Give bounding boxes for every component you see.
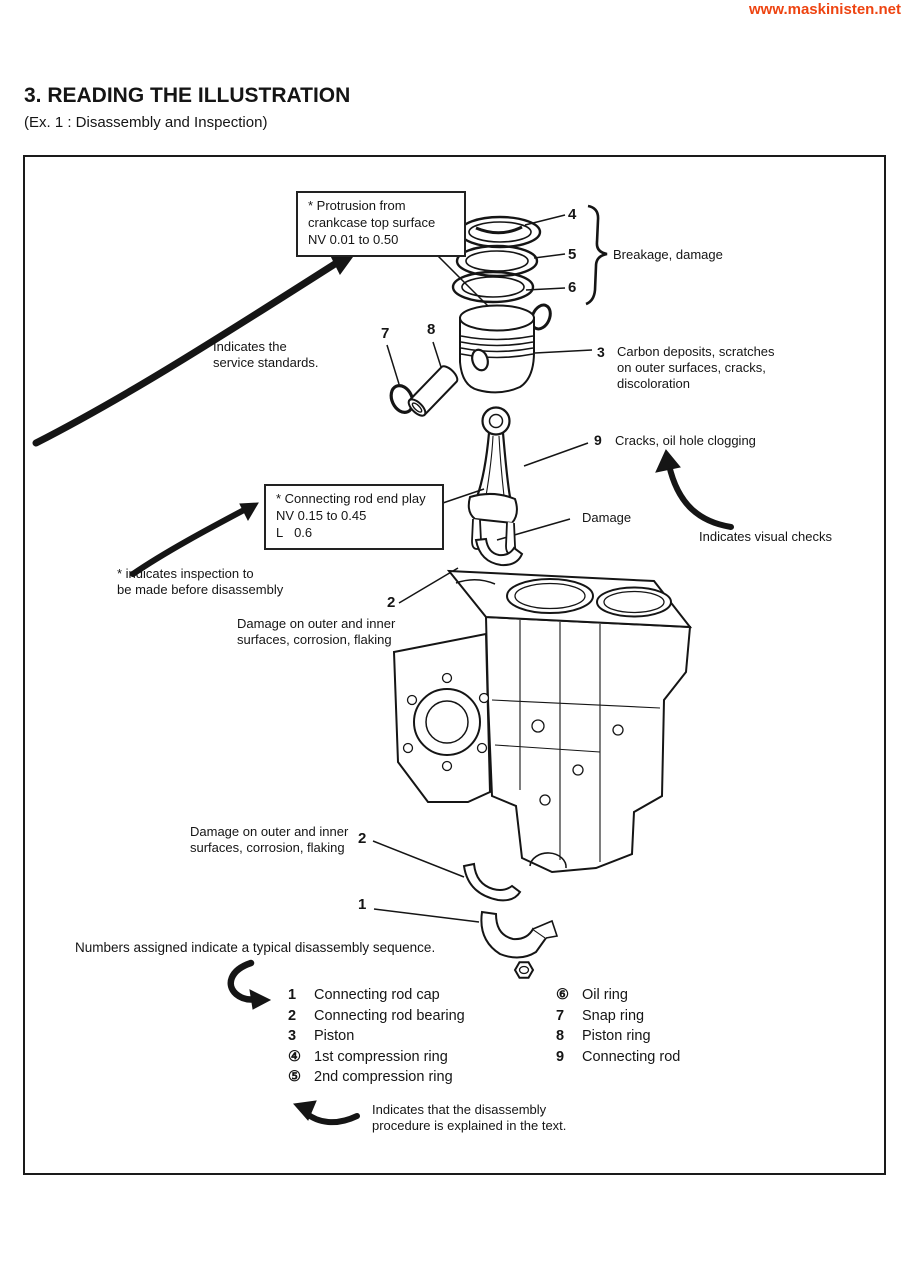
- part-number: ④: [288, 1048, 301, 1065]
- text-explained-label: Indicates that the disassembly procedure…: [372, 1102, 567, 1134]
- inspection-arrow: [130, 502, 259, 577]
- part-label: Snap ring: [582, 1007, 645, 1024]
- leader-endplay-box: [436, 488, 485, 506]
- text-reference-arrow: [293, 1100, 360, 1126]
- leader-protrusion-box: [428, 246, 490, 308]
- part-number: ⑥: [556, 987, 569, 1003]
- part-label: Oil ring: [582, 987, 628, 1003]
- part-label: Connecting rod cap: [314, 987, 440, 1003]
- part-number: 2: [288, 1007, 297, 1024]
- part-number: 7: [556, 1007, 565, 1024]
- breakage-label: Breakage, damage: [613, 247, 723, 262]
- parts-list-item: 1 Connecting rod cap: [288, 985, 465, 1006]
- carbon-deposits-label: Carbon deposits, scratches on outer surf…: [617, 344, 775, 392]
- damage-surfaces-upper-label: Damage on outer and inner surfaces, corr…: [237, 616, 396, 648]
- engine-block-drawing: [392, 569, 693, 874]
- leader-piston-3: [534, 349, 593, 354]
- parts-list-right: ⑥ Oil ring 7 Snap ring 8 Piston ring 9 C…: [556, 985, 680, 1067]
- watermark-url: www.maskinisten.net: [749, 1, 901, 18]
- parts-list-item: 7 Snap ring: [556, 1006, 680, 1027]
- part-label: Piston: [314, 1028, 355, 1044]
- leader-snap-ring-7: [386, 344, 400, 385]
- inspection-before-label: * indicates inspection to be made before…: [117, 566, 284, 598]
- piston-pin-drawing: [407, 365, 459, 417]
- callout-7: 7: [381, 325, 390, 342]
- protrusion-note-box: * Protrusion from crankcase top surface …: [296, 191, 466, 257]
- callout-1-lower: 1: [358, 896, 367, 913]
- part-label: Piston ring: [582, 1028, 651, 1044]
- part-number: 3: [288, 1028, 297, 1044]
- part-number: 9: [556, 1048, 565, 1065]
- part-label: 2nd compression ring: [314, 1069, 453, 1085]
- illustration-frame: [23, 155, 886, 1175]
- parts-list-item: ④ 1st compression ring: [288, 1047, 465, 1068]
- callout-3: 3: [597, 344, 605, 360]
- rod-end-play-note-box: * Connecting rod end play NV 0.15 to 0.4…: [264, 484, 444, 550]
- snap-ring-7-drawing: [389, 384, 415, 414]
- parts-list-item: ⑥ Oil ring: [556, 985, 680, 1006]
- part-label: Connecting rod: [582, 1048, 681, 1065]
- callout-5: 5: [568, 246, 577, 263]
- part-label: Connecting rod bearing: [314, 1007, 465, 1024]
- parts-list-item: 9 Connecting rod: [556, 1047, 680, 1068]
- page-title: 3. READING THE ILLUSTRATION: [24, 84, 351, 107]
- piston-drawing: [459, 304, 535, 394]
- leader-lower-2: [372, 840, 465, 878]
- part-number: 8: [556, 1028, 565, 1044]
- rod-cap-drawing: [480, 910, 559, 959]
- sequence-arrow: [227, 959, 272, 1010]
- leader-piston-pin-8: [432, 341, 442, 368]
- piston-rings-drawing: [451, 215, 542, 304]
- sequence-note-label: Numbers assigned indicate a typical disa…: [75, 940, 436, 955]
- brace-4-5-6: [585, 204, 608, 306]
- cracks-label: Cracks, oil hole clogging: [615, 433, 756, 448]
- part-number: 1: [288, 987, 297, 1003]
- callout-2-upper: 2: [387, 594, 396, 611]
- leader-upper-2: [398, 567, 459, 604]
- callout-6: 6: [568, 279, 577, 296]
- callout-8: 8: [427, 321, 436, 338]
- callout-4: 4: [568, 206, 577, 223]
- connecting-rod-drawing: [467, 406, 524, 567]
- service-standards-label: Indicates the service standards.: [213, 339, 319, 371]
- page-subtitle: (Ex. 1 : Disassembly and Inspection): [24, 114, 268, 131]
- part-label: 1st compression ring: [314, 1048, 448, 1065]
- parts-list-item: 3 Piston: [288, 1026, 465, 1047]
- leader-lower-1: [373, 908, 480, 923]
- damage-label: Damage: [582, 510, 632, 525]
- damage-surfaces-lower-label: Damage on outer and inner surfaces, corr…: [190, 824, 349, 856]
- snap-ring-right-drawing: [530, 303, 552, 331]
- parts-list-left: 1 Connecting rod cap 2 Connecting rod be…: [288, 985, 465, 1088]
- callout-2-lower: 2: [358, 830, 367, 847]
- parts-list-item: ⑤ 2nd compression ring: [288, 1067, 465, 1088]
- callout-9: 9: [594, 432, 602, 448]
- part-number: ⑤: [288, 1069, 301, 1085]
- parts-list-item: 8 Piston ring: [556, 1026, 680, 1047]
- parts-list-item: 2 Connecting rod bearing: [288, 1006, 465, 1027]
- leader-ring-5: [533, 253, 566, 259]
- leader-rod-9: [523, 442, 589, 467]
- nut-drawing: [513, 961, 535, 979]
- visual-checks-label: Indicates visual checks: [699, 529, 832, 544]
- visual-checks-arrow: [655, 449, 734, 530]
- bearing-shell-drawing: [462, 862, 522, 902]
